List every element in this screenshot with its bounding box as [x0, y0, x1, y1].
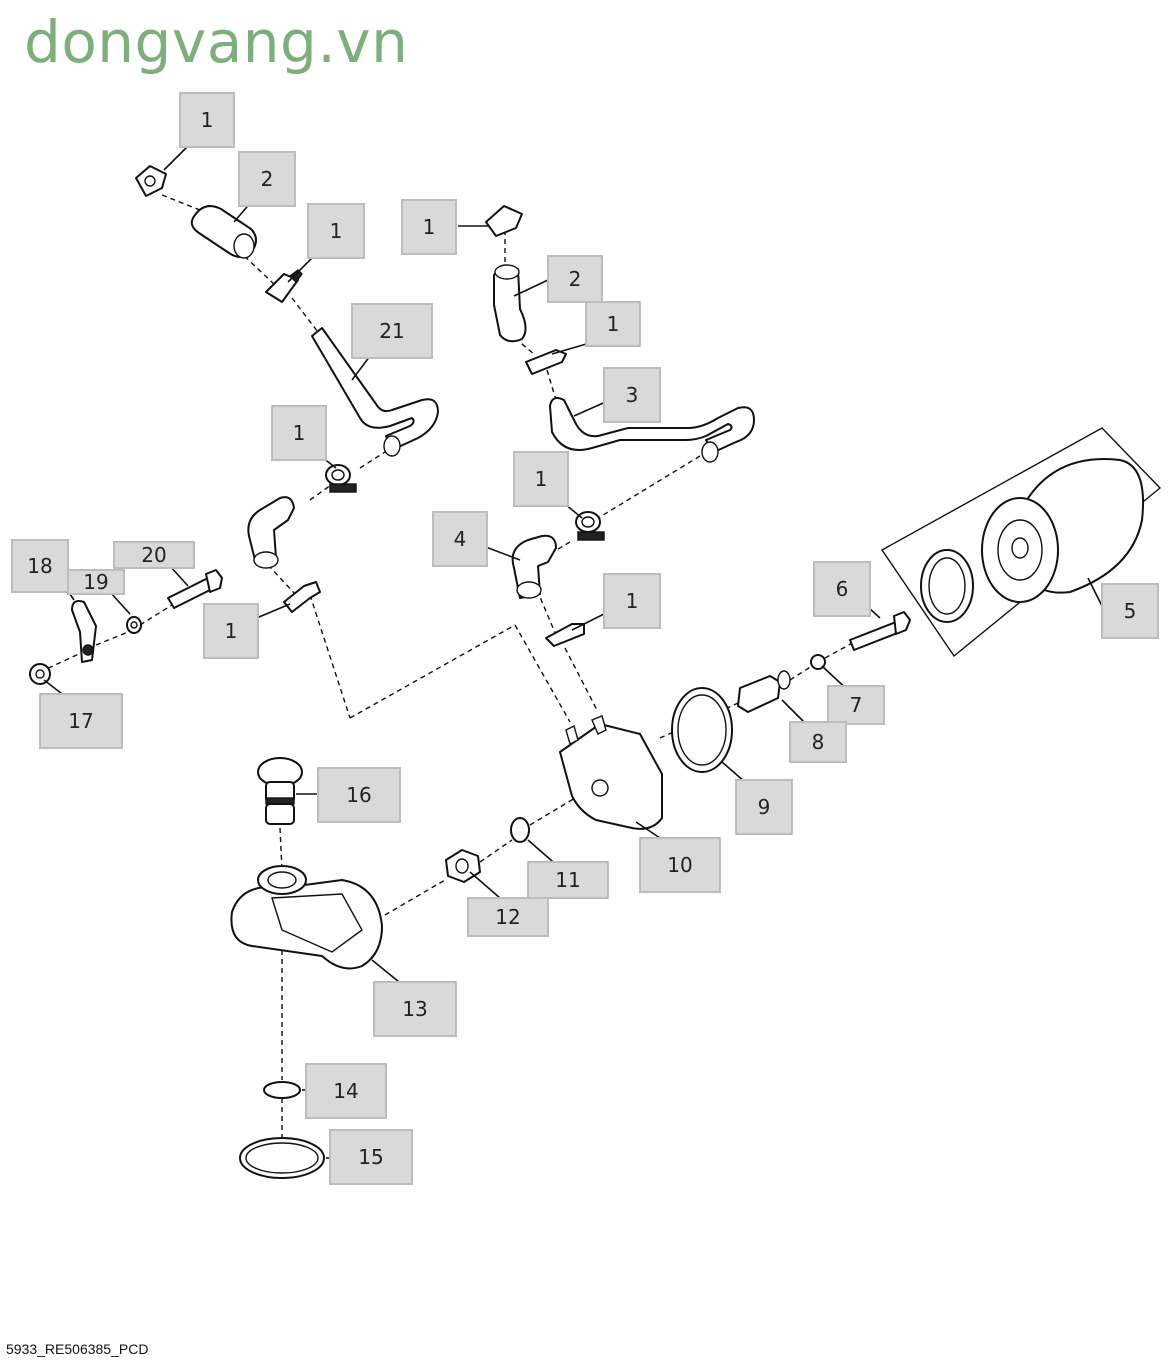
- callout-label: 15: [329, 1129, 413, 1185]
- callout-number: 12: [495, 905, 520, 929]
- callout-number: 15: [358, 1145, 383, 1169]
- seal-ring-15: [239, 1137, 325, 1179]
- callout-label: 6: [813, 561, 871, 617]
- callout-number: 1: [201, 108, 214, 132]
- callout-label: 17: [39, 693, 123, 749]
- callout-label: 4: [432, 511, 488, 567]
- callout-label: 19: [67, 569, 125, 595]
- callout-number: 21: [379, 319, 404, 343]
- callout-label: 20: [113, 541, 195, 569]
- callout-number: 1: [607, 312, 620, 336]
- callout-number: 4: [454, 527, 467, 551]
- callout-label: 16: [317, 767, 401, 823]
- elbow-4: [511, 534, 557, 599]
- clamp-part-top: [135, 165, 167, 197]
- callout-number: 16: [346, 783, 371, 807]
- pipe-3: [549, 397, 755, 463]
- oil-filter-5: [880, 427, 1162, 658]
- callout-label: 14: [305, 1063, 387, 1119]
- clamp-part-top-right: [485, 205, 523, 237]
- oring-11: [510, 817, 530, 843]
- diagram-code: 5933_RE506385_PCD: [6, 1341, 149, 1357]
- callout-number: 7: [850, 693, 863, 717]
- callout-label: 2: [238, 151, 296, 207]
- fitting-part-mid-right: [525, 349, 567, 375]
- callout-label: 3: [603, 367, 661, 423]
- callout-label: 1: [271, 405, 327, 461]
- filter-base-13: [230, 865, 383, 970]
- callout-number: 3: [626, 383, 639, 407]
- callout-number: 2: [261, 167, 274, 191]
- callout-number: 1: [330, 219, 343, 243]
- callout-label: 1: [401, 199, 457, 255]
- callout-number: 1: [293, 421, 306, 445]
- washer-7: [810, 654, 826, 670]
- callout-number: 19: [83, 570, 108, 594]
- pipe-21: [311, 327, 439, 457]
- callout-number: 5: [1124, 599, 1137, 623]
- callout-number: 8: [812, 730, 825, 754]
- bolt-20: [167, 569, 223, 609]
- plug-16: [257, 757, 303, 825]
- callout-number: 9: [758, 795, 771, 819]
- callout-number: 6: [836, 577, 849, 601]
- callout-label: 21: [351, 303, 433, 359]
- callout-number: 10: [667, 853, 692, 877]
- callout-label: 12: [467, 897, 549, 937]
- fitting-8: [737, 670, 791, 713]
- callout-label: 1: [307, 203, 365, 259]
- callout-label: 7: [827, 685, 885, 725]
- callout-label: 1: [203, 603, 259, 659]
- callout-number: 20: [141, 543, 166, 567]
- callout-label: 5: [1101, 583, 1159, 639]
- watermark-logo: dongvang.vn: [24, 8, 409, 76]
- callout-label: 18: [11, 539, 69, 593]
- callout-number: 13: [402, 997, 427, 1021]
- callout-label: 13: [373, 981, 457, 1037]
- oil-cooler-10: [559, 715, 663, 830]
- callout-number: 11: [555, 868, 580, 892]
- callout-label: 1: [179, 92, 235, 148]
- callout-label: 9: [735, 779, 793, 835]
- callout-label: 8: [789, 721, 847, 763]
- callout-number: 1: [225, 619, 238, 643]
- nut-17: [29, 663, 51, 685]
- elbow-left: [247, 496, 295, 569]
- callout-number: 18: [27, 554, 52, 578]
- fitting-part-left: [265, 269, 303, 303]
- callout-label: 1: [585, 301, 641, 347]
- bolt-6: [849, 611, 911, 651]
- callout-label: 1: [513, 451, 569, 507]
- oring-9: [671, 687, 733, 773]
- callout-number: 2: [569, 267, 582, 291]
- hose-coupling-right: [493, 264, 527, 343]
- fitting-part-lower-left: [283, 581, 321, 613]
- washer-19: [126, 616, 142, 634]
- bracket-18: [71, 600, 97, 663]
- oring-14: [263, 1081, 301, 1099]
- callout-number: 17: [68, 709, 93, 733]
- callout-number: 1: [423, 215, 436, 239]
- callout-label: 1: [603, 573, 661, 629]
- callout-label: 10: [639, 837, 721, 893]
- callout-labels: 1 2 1 21 1 1 18 19: [11, 92, 1159, 1185]
- callout-number: 14: [333, 1079, 358, 1103]
- clamp-part-mid-left: [325, 464, 357, 493]
- hose-coupling-left: [190, 205, 257, 259]
- callout-number: 1: [626, 589, 639, 613]
- callout-label: 11: [527, 861, 609, 899]
- callout-number: 1: [535, 467, 548, 491]
- callout-label: 2: [547, 255, 603, 303]
